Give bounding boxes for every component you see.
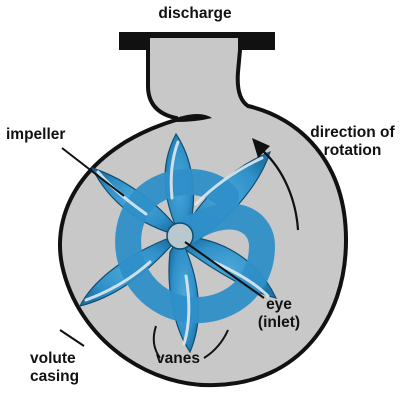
impeller-swirl — [115, 168, 276, 324]
impeller-label: impeller — [6, 126, 66, 143]
vane-highlight-6 — [169, 140, 180, 200]
direction-label-line1: direction of — [310, 124, 395, 141]
volute-label-line2: casing — [30, 368, 80, 385]
leader-eye — [184, 241, 265, 299]
volute-casing-label: volute casing — [30, 350, 79, 386]
vane-highlight-4 — [84, 260, 152, 302]
eye-label-line1: eye — [266, 296, 292, 313]
eye-inlet-label: eye (inlet) — [244, 296, 314, 332]
leader-volute — [59, 329, 85, 347]
discharge-label: discharge — [158, 5, 232, 22]
rotation-arrowhead — [252, 138, 270, 158]
cutwater-tongue — [176, 114, 212, 122]
vane-highlight-3 — [182, 274, 191, 346]
vane-highlight-1 — [194, 156, 264, 206]
volute-label-line1: volute — [30, 350, 76, 367]
vanes-label: vanes — [156, 350, 200, 367]
vane-highlight-2 — [212, 260, 270, 298]
rotation-arrow — [261, 149, 300, 231]
eye-label-line2: (inlet) — [257, 314, 301, 331]
impeller-graphic — [78, 132, 278, 354]
leader-impeller — [61, 147, 125, 197]
direction-label-line2: rotation — [323, 142, 382, 159]
leader-vanes-right — [203, 329, 229, 359]
leader-vanes-left — [152, 325, 161, 359]
direction-of-rotation-label: direction of rotation — [305, 124, 400, 160]
